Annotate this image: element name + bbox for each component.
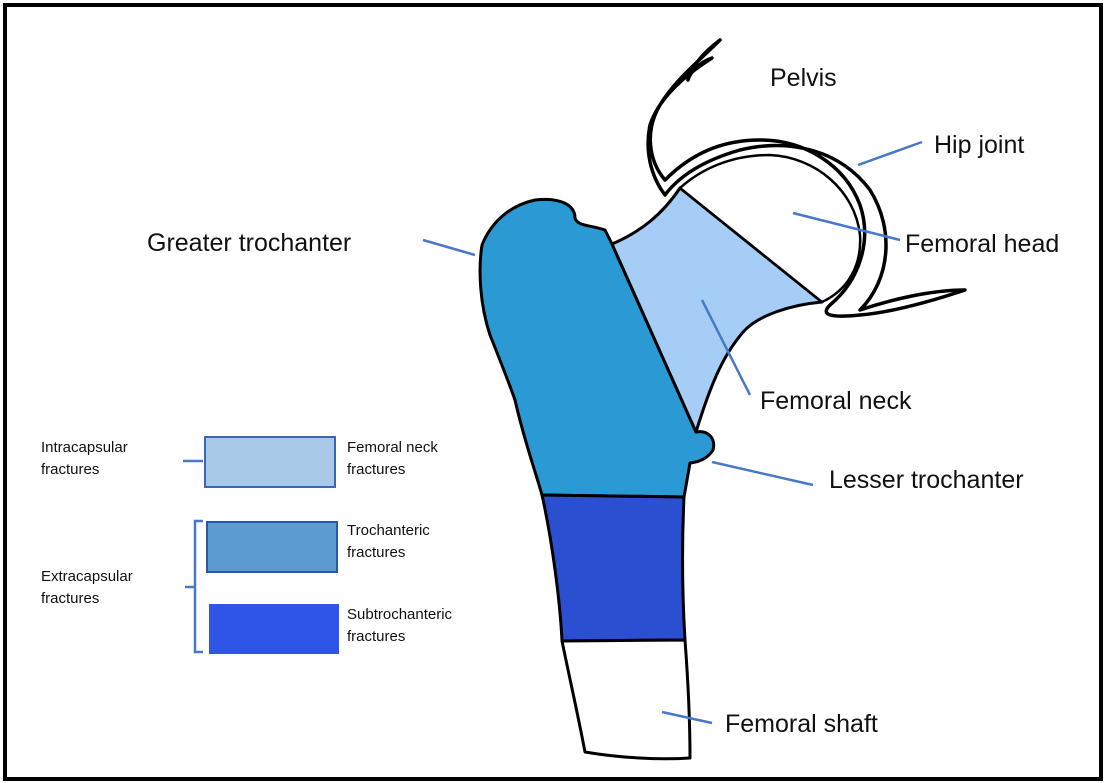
legend-trochanteric-fractures-label: Trochanteric fractures [347,520,430,564]
lesser-trochanter-label: Lesser trochanter [829,468,1024,493]
legend-swatch-femoral-neck [205,437,335,487]
greater-trochanter-leader [423,240,475,255]
legend-troch-line1: Trochanteric [347,520,430,542]
legend-intracapsular-line1: Intracapsular [41,437,128,459]
femoral-neck-label: Femoral neck [760,389,911,414]
legend-neck-line1: Femoral neck [347,437,438,459]
legend-intracapsular-line2: fractures [41,459,128,481]
femoral-shaft-region [562,640,690,759]
legend-swatch-subtrochanteric [209,604,339,654]
hip-joint-leader [858,142,922,165]
legend-subtroch-line2: fractures [347,626,452,648]
legend-intracapsular-label: Intracapsular fractures [41,437,128,481]
legend-troch-line2: fractures [347,542,430,564]
legend-extracapsular-line1: Extracapsular [41,566,133,588]
femoral-shaft-label: Femoral shaft [725,712,878,737]
legend-swatch-trochanteric [207,522,337,572]
hip-joint-label: Hip joint [934,133,1024,158]
legend-neck-line2: fractures [347,459,438,481]
legend-extracapsular-label: Extracapsular fractures [41,566,133,610]
lesser-trochanter-leader [712,462,813,485]
greater-trochanter-label: Greater trochanter [147,231,351,256]
subtrochanteric-region [542,495,685,641]
femoral-head-label: Femoral head [905,232,1059,257]
extracapsular-bracket [195,521,203,652]
legend-extracapsular-line2: fractures [41,588,133,610]
legend-subtroch-line1: Subtrochanteric [347,604,452,626]
legend-subtrochanteric-fractures-label: Subtrochanteric fractures [347,604,452,648]
pelvis-label: Pelvis [770,66,837,91]
legend-neck-fractures-label: Femoral neck fractures [347,437,438,481]
